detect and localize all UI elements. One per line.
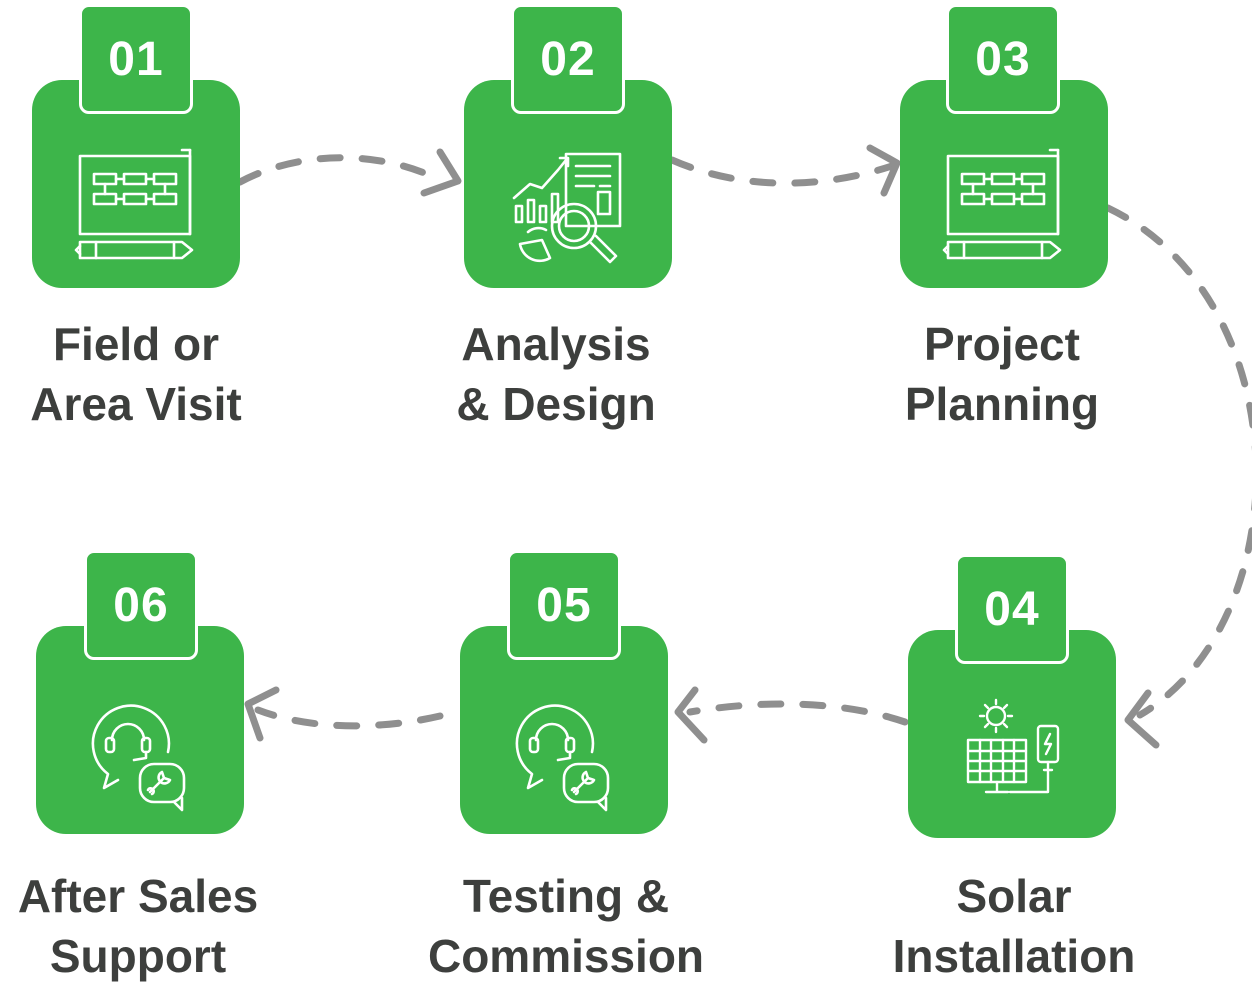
step-label-line2: Support bbox=[49, 930, 227, 982]
arrowhead-04-05 bbox=[674, 686, 708, 744]
arrowhead-01-02 bbox=[420, 148, 462, 197]
step-label-line2: Area Visit bbox=[30, 378, 242, 430]
solar-panel-icon bbox=[950, 696, 1074, 820]
step-number-badge: 06 bbox=[84, 550, 198, 660]
step-label-line1: Testing & bbox=[462, 870, 670, 922]
step-label-line1: Project bbox=[924, 318, 1080, 370]
step-number-badge: 01 bbox=[79, 4, 193, 114]
step-number-badge: 02 bbox=[511, 4, 625, 114]
blueprint-icon bbox=[942, 146, 1066, 270]
arrowhead-03-04 bbox=[1124, 689, 1160, 749]
step-card-06: 06 bbox=[36, 550, 244, 834]
support-tools-icon bbox=[502, 692, 626, 816]
connector-02-03 bbox=[668, 156, 899, 187]
step-label-line1: Analysis bbox=[461, 318, 651, 370]
step-number-badge: 04 bbox=[955, 554, 1069, 664]
step-label-line2: & Design bbox=[456, 378, 656, 430]
step-label-line2: Planning bbox=[904, 378, 1100, 430]
step-label-06: After Sales Support bbox=[0, 866, 288, 986]
connector-04-05 bbox=[686, 700, 909, 726]
arrowhead-05-06 bbox=[244, 686, 280, 742]
blueprint-icon bbox=[74, 146, 198, 270]
step-label-line2: Installation bbox=[892, 930, 1136, 982]
step-card-03: 03 bbox=[900, 4, 1108, 288]
connector-05-06 bbox=[254, 706, 444, 730]
step-label-04: Solar Installation bbox=[864, 866, 1164, 986]
step-label-line1: Field or bbox=[52, 318, 220, 370]
step-label-05: Testing & Commission bbox=[416, 866, 716, 986]
connector-03-04 bbox=[1104, 204, 1252, 719]
step-card-02: 02 bbox=[464, 4, 672, 288]
step-card-01: 01 bbox=[32, 4, 240, 288]
step-label-03: Project Planning bbox=[852, 314, 1152, 434]
step-card-04: 04 bbox=[908, 554, 1116, 838]
data-analysis-icon bbox=[506, 146, 630, 270]
step-label-line1: After Sales bbox=[17, 870, 259, 922]
step-label-line1: Solar bbox=[956, 870, 1072, 922]
step-label-line2: Commission bbox=[427, 930, 705, 982]
arrowhead-02-03 bbox=[866, 144, 901, 197]
step-label-01: Field or Area Visit bbox=[0, 314, 286, 434]
step-label-02: Analysis & Design bbox=[406, 314, 706, 434]
step-number-badge: 05 bbox=[507, 550, 621, 660]
support-tools-icon bbox=[78, 692, 202, 816]
step-card-05: 05 bbox=[460, 550, 668, 834]
connector-01-02 bbox=[236, 154, 444, 186]
step-number-badge: 03 bbox=[946, 4, 1060, 114]
